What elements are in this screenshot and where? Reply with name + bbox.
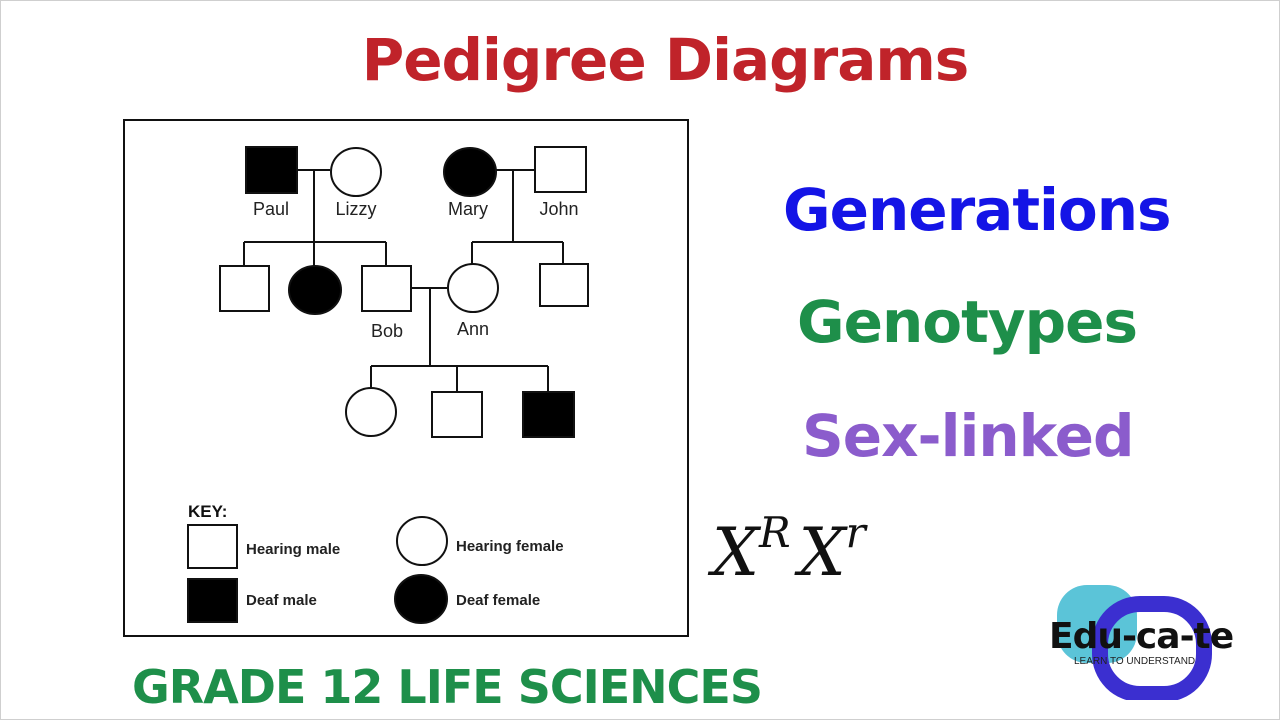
gen2-son-2-symbol (539, 263, 589, 307)
gen3-son-1-symbol (431, 391, 483, 438)
mary-label: Mary (448, 199, 488, 219)
paul-label: Paul (253, 199, 289, 219)
pedigree-lines (243, 169, 564, 392)
gen2-son-1-symbol (219, 265, 270, 312)
key-hearing-male-label: Hearing male (246, 541, 340, 558)
topic-genotypes: Genotypes (797, 288, 1138, 356)
logo-tagline: LEARN TO UNDERSTAND (1074, 656, 1196, 667)
paul-symbol (245, 146, 298, 194)
key-deaf-male-symbol (187, 578, 238, 623)
key-deaf-female-label: Deaf female (456, 592, 540, 609)
gen3-daughter-symbol (345, 387, 397, 437)
john-label: John (539, 199, 578, 219)
key-hearing-female-symbol (396, 516, 448, 566)
educate-logo-mark (1057, 585, 1212, 700)
bob-symbol (361, 265, 412, 312)
topic-sex-linked: Sex-linked (802, 402, 1135, 470)
ann-label: Ann (457, 319, 489, 339)
lizzy-label: Lizzy (335, 199, 376, 219)
key-deaf-female-symbol (394, 574, 448, 624)
ann-symbol (447, 263, 499, 313)
formula-x2: X (798, 514, 846, 591)
logo-name: Edu-ca-te (1049, 616, 1234, 657)
john-symbol (534, 146, 587, 193)
formula-x1: X (712, 514, 759, 591)
topic-generations: Generations (783, 176, 1172, 244)
key-deaf-male-label: Deaf male (246, 592, 317, 609)
slide-title: Pedigree Diagrams (361, 26, 970, 94)
formula-allele-recessive: r (845, 508, 866, 557)
formula-allele-dominant: R (759, 508, 791, 557)
key-hearing-male-symbol (187, 524, 238, 569)
mary-symbol (443, 147, 497, 197)
lizzy-symbol (330, 147, 382, 197)
key-hearing-female-label: Hearing female (456, 538, 564, 555)
gen2-daughter-symbol (288, 265, 342, 315)
bob-label: Bob (371, 321, 403, 341)
footer-grade-label: GRADE 12 LIFE SCIENCES (132, 660, 763, 714)
gen3-son-2-symbol (522, 391, 575, 438)
key-title: KEY: (188, 502, 227, 521)
